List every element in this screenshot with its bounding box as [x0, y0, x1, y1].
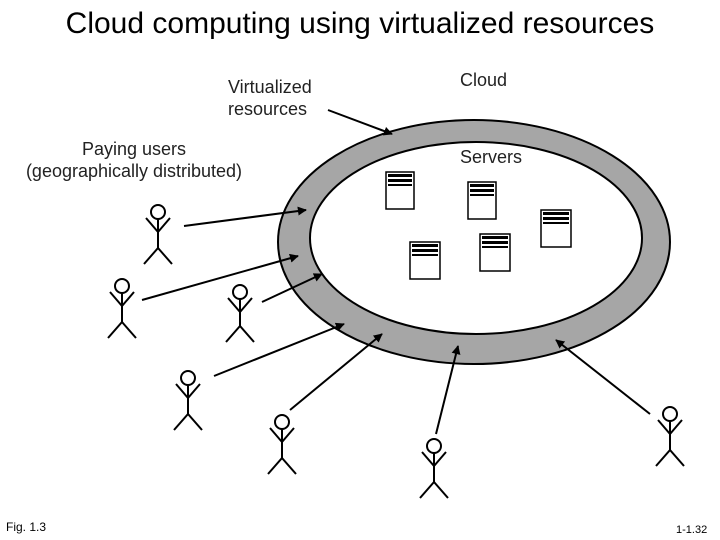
- stick-figure-user-icon: [655, 406, 685, 467]
- stick-figure-user-icon: [107, 278, 137, 339]
- stick-figure-user-icon: [173, 370, 203, 431]
- virtualized-resources-label: Virtualized resources: [228, 76, 312, 120]
- servers-label: Servers: [460, 147, 523, 167]
- user-arrow: [261, 273, 323, 303]
- user-arrow: [213, 322, 345, 377]
- paying-users-line2: (geographically distributed): [25, 161, 243, 181]
- slide-title: Cloud computing using virtualized resour…: [65, 7, 655, 40]
- users: [107, 204, 685, 499]
- stick-figure-user-icon: [225, 284, 255, 343]
- user-arrow: [289, 333, 383, 411]
- server-icon: [409, 241, 441, 280]
- user-arrow: [435, 345, 461, 435]
- virtualized-label-line1: Virtualized: [228, 77, 312, 97]
- paying-users-line1: Paying users: [81, 139, 187, 159]
- stick-figure-user-icon: [143, 204, 173, 265]
- cloud-label: Cloud: [460, 70, 508, 90]
- server-icon: [385, 171, 415, 210]
- server-icon: [467, 181, 497, 220]
- user-arrow: [555, 339, 651, 415]
- server-icon: [540, 209, 572, 248]
- paying-users-label: Paying users (geographically distributed…: [10, 138, 258, 182]
- user-arrow: [141, 253, 299, 301]
- figure-caption: Fig. 1.3: [6, 520, 47, 534]
- user-arrow: [183, 206, 307, 227]
- server-icon: [479, 233, 511, 272]
- user-arrows: [141, 206, 651, 435]
- virtualized-label-line2: resources: [228, 99, 308, 119]
- stick-figure-user-icon: [267, 414, 297, 475]
- virtualized-resources-pointer: [327, 109, 393, 136]
- page-number: 1-1.32: [676, 524, 708, 536]
- stick-figure-user-icon: [419, 438, 449, 499]
